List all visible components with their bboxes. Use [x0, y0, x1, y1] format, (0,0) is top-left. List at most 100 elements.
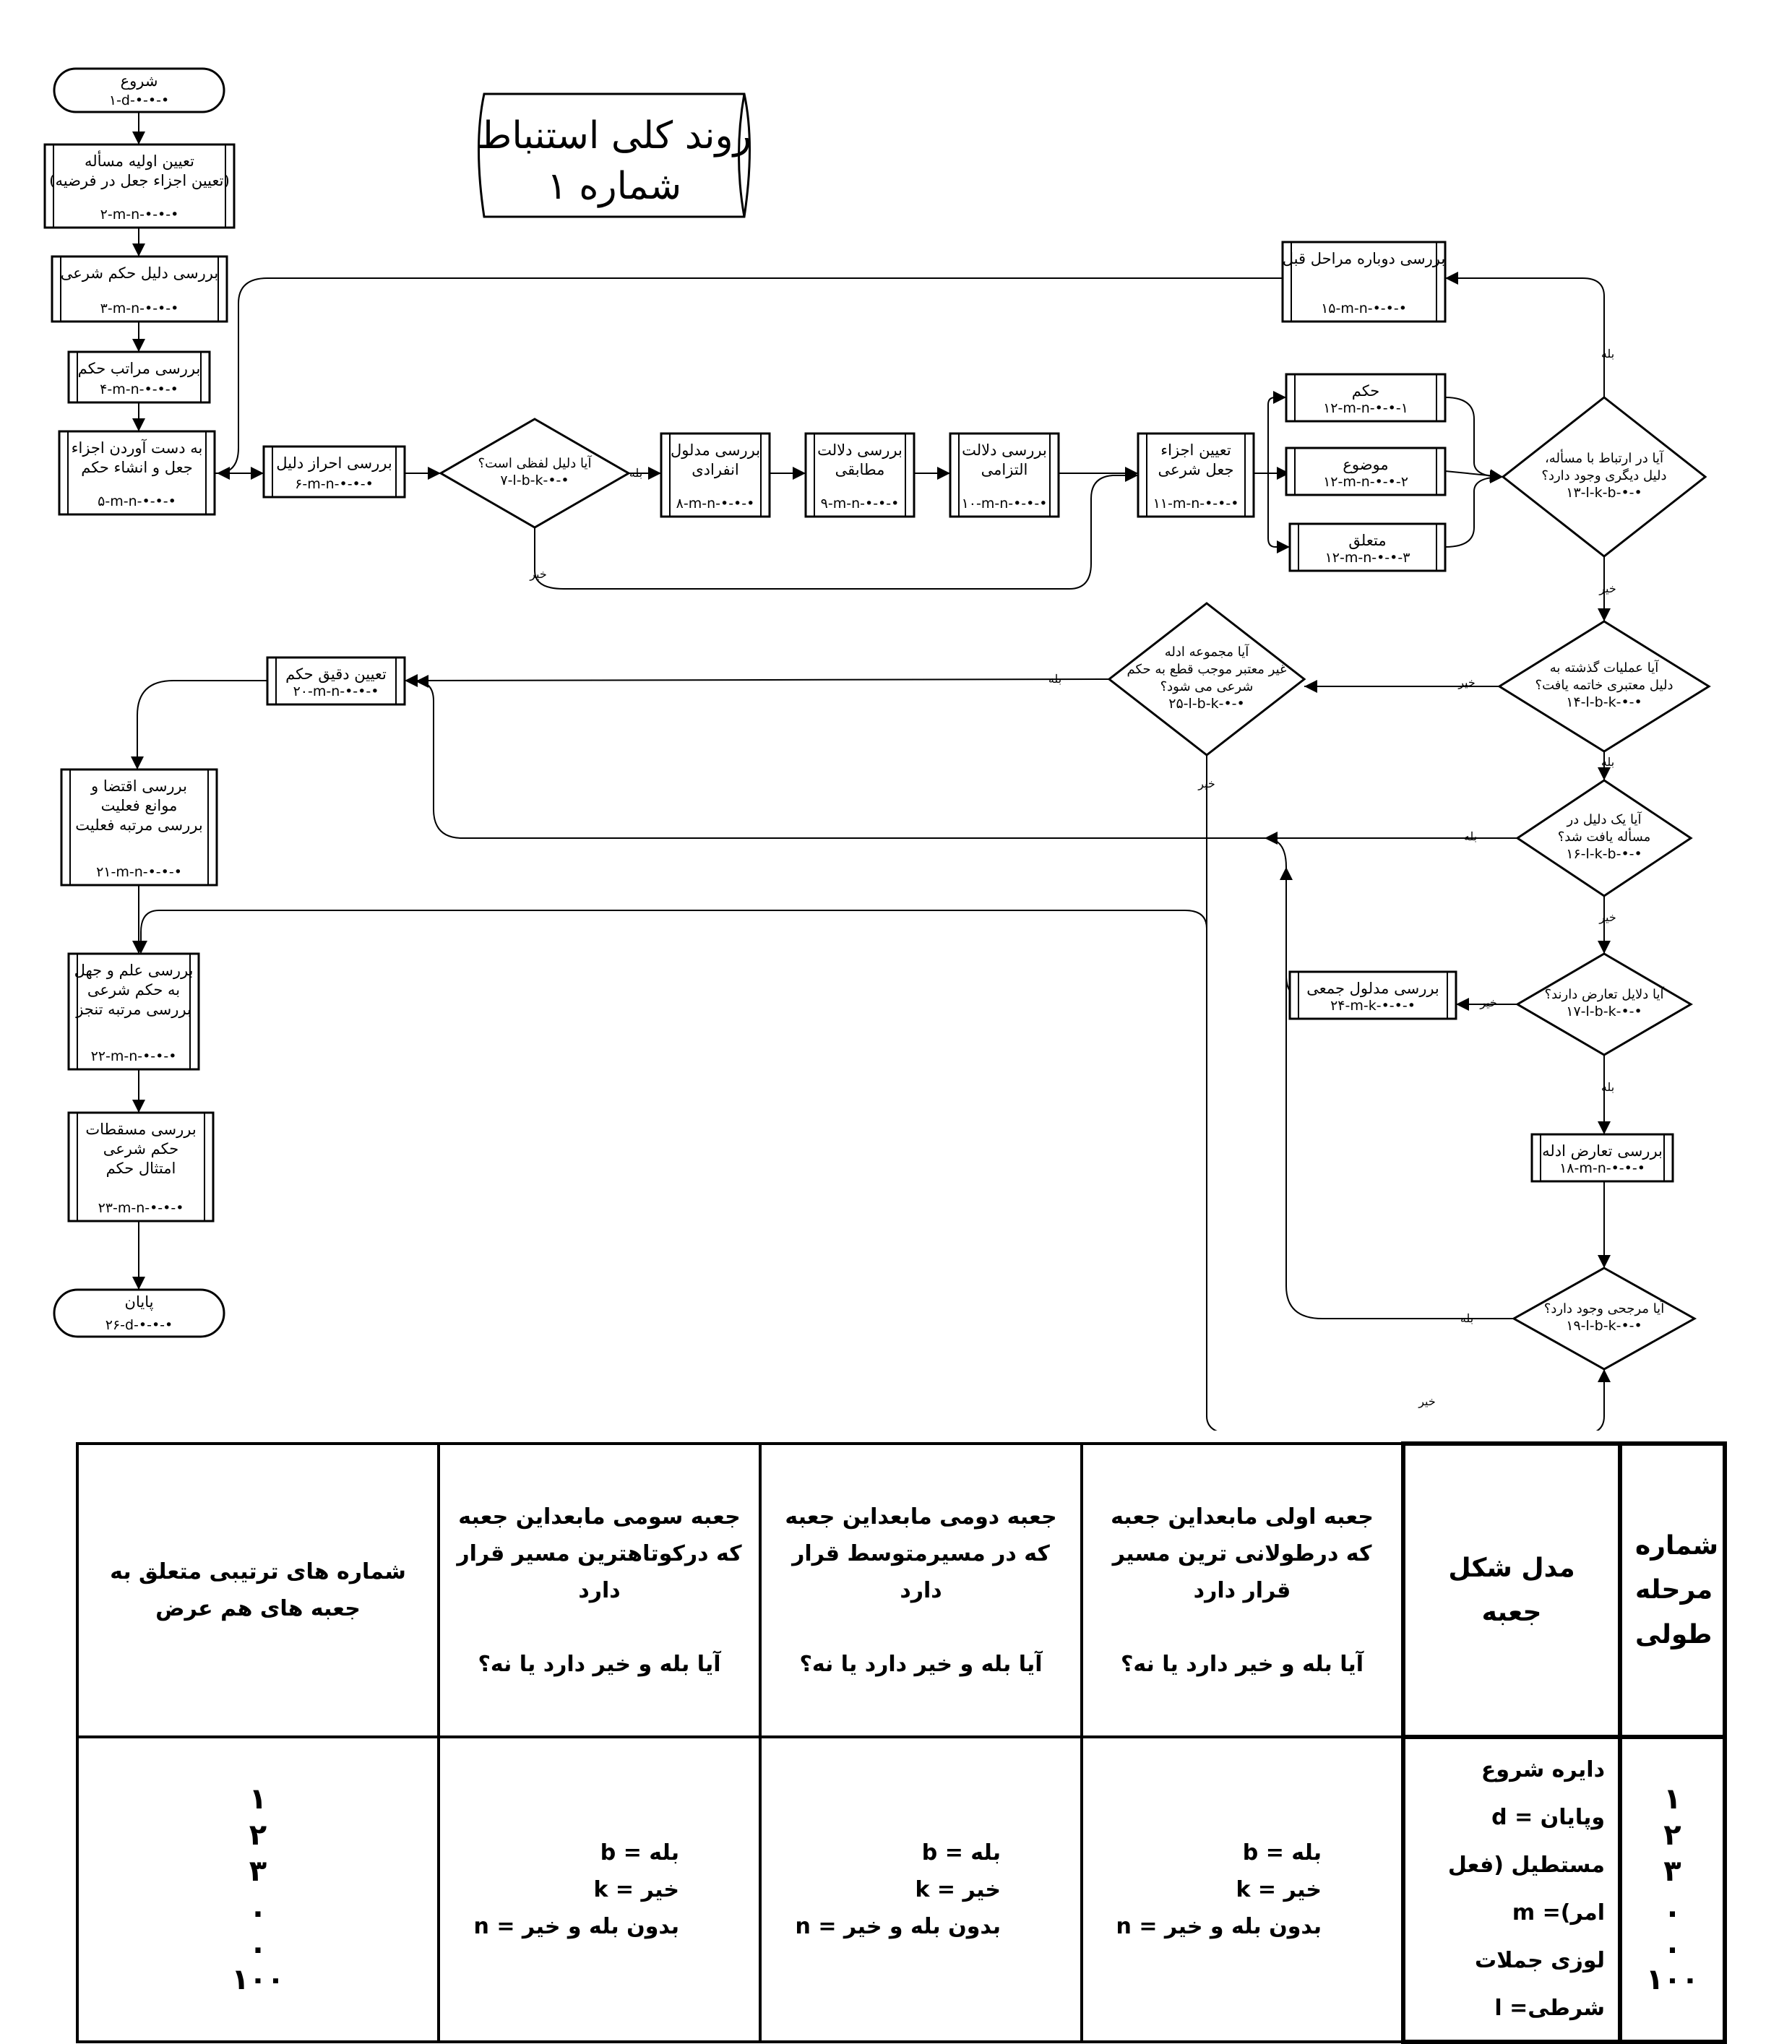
- edge-label-no: خیر: [1598, 910, 1616, 924]
- node-n12c-label: متعلق: [1348, 532, 1386, 550]
- node-n6-code: ۶-m-n-•-•-•: [295, 476, 374, 492]
- legend-table: شماره های ترتیبی متعلق به جعبه های هم عر…: [76, 1441, 1727, 2044]
- edge-16: [1444, 470, 1504, 548]
- title-line-1: روند کلی استنباط: [477, 114, 751, 158]
- node-n9-label: مطابقی: [835, 461, 885, 478]
- node-n15-code: ۱۵-m-n-•-•-•: [1321, 301, 1407, 316]
- edge-label-yes: بله: [629, 466, 642, 480]
- node-start: شروع ۱-d-•-•-•: [53, 67, 225, 113]
- node-n12c-code: ۱۲-m-n-•-•-۳: [1325, 550, 1410, 566]
- edge-17: [1445, 272, 1605, 397]
- node-n25-label: شرعی می شود؟: [1160, 679, 1254, 694]
- node-n17-code: ۱۷-l-b-k-•-•: [1566, 1004, 1642, 1019]
- node-n16-label: مسأله یافت شد؟: [1558, 827, 1651, 845]
- node-n11-label: جعل شرعی: [1158, 461, 1234, 479]
- edge-14: [1444, 397, 1504, 483]
- node-n11-code: ۱۱-m-n-•-•-•: [1153, 496, 1239, 512]
- node-n8-code: ۸-m-n-•-•-•: [676, 496, 755, 512]
- node-n9-label: بررسی دلالت: [817, 441, 903, 460]
- edge-21: [404, 673, 1110, 687]
- node-n7-label: آیا دلیل لفظی است؟: [478, 455, 593, 471]
- node-n22-code: ۲۲-m-n-•-•-•: [91, 1048, 177, 1064]
- edge-34: [1206, 755, 1611, 1431]
- node-n14-code: ۱۴-l-b-k-•-•: [1566, 694, 1642, 710]
- node-n16-label: آیا یک دلیل در: [1566, 811, 1642, 827]
- node-n14-label: آیا عملیات گذشته به: [1550, 660, 1659, 676]
- node-n23-label: بررسی مسقطات: [85, 1121, 196, 1139]
- node-n21-label: بررسی مرتبه فعلیت: [75, 816, 202, 835]
- edge-label-yes: بله: [1048, 672, 1061, 686]
- flowchart: روند کلی استنباط شماره ۱ شروع۱-d-•-•-•تع…: [43, 67, 1711, 1431]
- edge-label-no: خیر: [529, 567, 547, 581]
- node-n25-label: آیا مجموعه ادله: [1165, 644, 1249, 660]
- node-n15-label: بررسی دوباره مراحل قبل: [1283, 250, 1445, 268]
- edge-label-no: خیر: [1479, 996, 1497, 1009]
- node-start-label: شروع: [121, 72, 158, 90]
- node-n22-label: بررسی علم و جهل: [74, 962, 194, 980]
- node-n7-code: ۷-l-b-k-•-•: [500, 473, 569, 488]
- node-n2: تعیین اولیه مسأله(تعیین اجزاء جعل در فرض…: [43, 143, 236, 229]
- node-start-code: ۱-d-•-•-•: [109, 92, 169, 108]
- edge-10: [534, 469, 1138, 590]
- edge-12: [1267, 391, 1286, 473]
- node-n5-label: به دست آوردن اجزاء: [72, 438, 203, 457]
- node-n25: آیا مجموعه ادله غیر معتبر موجب قطع به حکم…: [1107, 602, 1306, 756]
- node-n8-label: انفرادی: [692, 461, 739, 479]
- node-n13-label: دلیل دیگری وجود دارد؟: [1541, 467, 1666, 483]
- legend-header-siblings: شماره های ترتیبی متعلق به جعبه های هم عر…: [76, 1442, 440, 1738]
- node-n13-label: آیا در ارتباط با مسأله،: [1545, 449, 1664, 466]
- node-n23-label: حکم شرعی: [103, 1140, 178, 1158]
- edge-label-yes: بله: [1601, 1080, 1614, 1094]
- edge-15: [1444, 469, 1504, 483]
- node-n13: آیا در ارتباط با مسأله،دلیل دیگری وجود د…: [1501, 396, 1707, 558]
- node-n10-code: ۱۰-m-n-•-•-•: [962, 496, 1048, 512]
- node-n23-label: امتثال حکم: [106, 1160, 176, 1178]
- node-n25-label: غیر معتبر موجب قطع به حکم: [1127, 662, 1287, 677]
- node-n6: بررسی احراز دلیل ۶-m-n-•-•-•: [262, 445, 406, 499]
- legend-header-stage-number: شماره مرحله طولی: [1618, 1441, 1727, 1739]
- node-n6-label: بررسی احراز دلیل: [276, 454, 392, 473]
- node-n19-code: ۱۹-l-b-k-•-•: [1566, 1318, 1642, 1334]
- node-n5-label: جعل و انشاء حکم: [81, 459, 192, 477]
- legend-header-third-box: جعبه سومی مابعداین جعبه که درکوتاهترین م…: [437, 1442, 762, 1738]
- node-n23-code: ۲۳-m-n-•-•-•: [98, 1200, 184, 1216]
- node-end-code: ۲۶-d-•-•-•: [105, 1317, 173, 1333]
- edge-24: [131, 680, 267, 769]
- node-n19: آیا مرجحی وجود دارد؟ ۱۹-l-b-k-•-•: [1511, 1267, 1697, 1371]
- node-n24-label: بررسی مدلول جمعی: [1306, 980, 1439, 998]
- node-n11-label: تعیین اجزاء: [1160, 441, 1231, 460]
- node-n9-code: ۹-m-n-•-•-•: [821, 496, 900, 512]
- legend-header-second-box: جعبه دومی مابعداین جعبه که در مسیرمتوسط …: [759, 1442, 1083, 1738]
- edge-33: [1280, 867, 1514, 1319]
- node-n12b-code: ۱۲-m-n-•-•-۲: [1323, 474, 1408, 490]
- node-n8-label: بررسی مدلول: [671, 441, 760, 460]
- node-n15: بررسی دوباره مراحل قبل ۱۵-m-n-•-•-•: [1281, 241, 1447, 323]
- edge-35: [134, 910, 1207, 954]
- node-n20-label: تعیین دقیق حکم: [285, 665, 387, 684]
- node-n4-code: ۴-m-n-•-•-•: [100, 381, 178, 397]
- edge-label-yes: بله: [1601, 347, 1614, 361]
- node-n19-label: آیا مرجحی وجود دارد؟: [1544, 1301, 1665, 1316]
- node-n3-code: ۳-m-n-•-•-•: [100, 301, 179, 316]
- node-n2-label: تعیین اولیه مسأله: [85, 150, 194, 171]
- legend-header-first-box: جعبه اولی مابعداین جعبه که درطولانی ترین…: [1080, 1442, 1405, 1738]
- edge-13: [1267, 473, 1290, 553]
- node-n12a-code: ۱۲-m-n-•-•-۱: [1323, 400, 1408, 416]
- node-n21-label: بررسی اقتضا و: [90, 777, 187, 795]
